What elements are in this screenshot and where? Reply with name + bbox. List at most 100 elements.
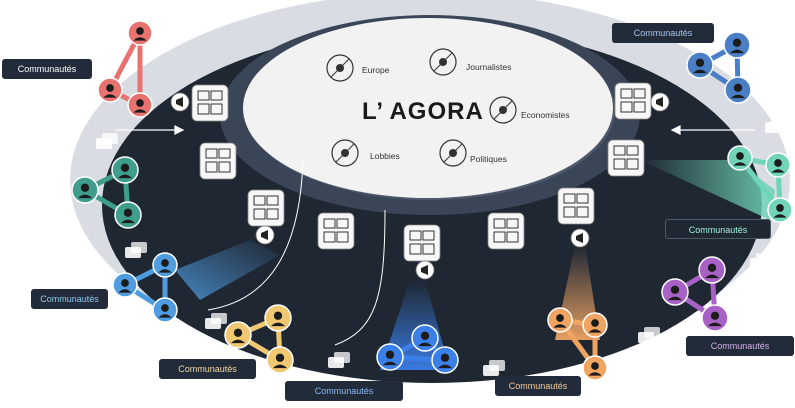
person-head-icon: [776, 204, 784, 212]
community-badge: Communautés: [612, 23, 714, 43]
community-badge: Communautés: [31, 289, 108, 309]
community-node-group: [547, 307, 608, 381]
flow-curve-1: [207, 159, 304, 311]
center-item-label: Politiques: [470, 154, 507, 164]
user-card-icon: [506, 231, 519, 243]
community-link: [82, 167, 131, 218]
person-body-icon: [133, 37, 147, 41]
document-icon: [493, 218, 506, 229]
person-body-icon: [692, 69, 708, 74]
agora-title: L’ AGORA: [362, 98, 484, 125]
community-node-group: [376, 324, 459, 374]
person-body-icon: [103, 94, 117, 98]
person-head-icon: [591, 362, 599, 370]
document-icon: [323, 218, 336, 229]
document-icon: [253, 208, 266, 220]
center-item-label: Economistes: [521, 110, 570, 120]
person-head-icon: [161, 259, 169, 267]
community-badge: Communautés: [159, 359, 256, 379]
person-body-icon: [230, 339, 246, 344]
person-head-icon: [556, 314, 564, 322]
document-icon: [409, 230, 422, 241]
person-body-icon: [707, 322, 723, 327]
person-body-icon: [773, 214, 787, 218]
user-card-icon: [633, 101, 646, 113]
person-body-icon: [417, 342, 433, 347]
person-head-icon: [123, 208, 133, 217]
person-head-icon: [233, 328, 243, 337]
flow-curve-2: [334, 209, 386, 346]
person-body-icon: [729, 49, 745, 54]
community-node-group: [97, 20, 153, 118]
center-item-label: Lobbies: [370, 151, 400, 161]
person-head-icon: [732, 38, 742, 47]
user-card-icon: [218, 161, 231, 173]
community-badge: Communautés: [2, 59, 92, 79]
network-icon: [331, 139, 359, 167]
beam-blue-left: [175, 240, 280, 300]
community-link: [737, 155, 783, 213]
person-body-icon: [771, 169, 785, 173]
community-node-group: [71, 156, 142, 229]
image-icon: [633, 88, 646, 99]
community-badge: Communautés: [665, 219, 771, 239]
content-card: [557, 187, 595, 225]
document-icon: [563, 193, 576, 204]
user-card-icon: [626, 158, 639, 170]
flow-arrow-right: [670, 125, 755, 135]
person-head-icon: [273, 311, 283, 320]
community-node-group: [112, 252, 178, 323]
person-head-icon: [707, 263, 717, 272]
person-head-icon: [420, 331, 430, 340]
person-body-icon: [158, 269, 172, 273]
person-head-icon: [591, 319, 599, 327]
community-link: [672, 267, 718, 321]
community-link: [235, 315, 283, 363]
journalist-icon: [429, 48, 457, 76]
person-head-icon: [733, 83, 743, 92]
document-icon: [205, 161, 218, 173]
image-icon: [506, 218, 519, 229]
content-card: [487, 212, 525, 250]
document-icon: [613, 158, 626, 170]
image-icon: [210, 90, 223, 101]
community-link: [122, 262, 168, 313]
person-body-icon: [120, 219, 136, 224]
content-card: [191, 84, 229, 122]
person-body-icon: [118, 289, 132, 293]
person-body-icon: [733, 162, 747, 166]
person-head-icon: [736, 152, 744, 160]
person-head-icon: [121, 279, 129, 287]
center-item-label: Europe: [362, 65, 390, 75]
person-head-icon: [136, 27, 144, 35]
image-icon: [576, 193, 589, 204]
community-node-group: [727, 145, 793, 223]
person-body-icon: [704, 274, 720, 279]
document-icon: [205, 148, 218, 159]
document-icon: [493, 231, 506, 243]
user-card-icon: [336, 231, 349, 243]
content-card: [317, 212, 355, 250]
image-icon: [218, 148, 231, 159]
podium-icon: [439, 139, 467, 167]
image-icon: [266, 195, 279, 206]
user-card-icon: [422, 243, 435, 255]
person-head-icon: [120, 163, 130, 172]
person-body-icon: [588, 372, 602, 376]
image-icon: [422, 230, 435, 241]
user-card-icon: [576, 206, 589, 218]
flow-arrow-left: [115, 125, 185, 135]
community-node-group: [686, 31, 752, 104]
document-icon: [197, 103, 210, 115]
person-head-icon: [385, 350, 395, 359]
community-link: [107, 30, 143, 108]
community-badge: Communautés: [686, 336, 794, 356]
community-node-group: [224, 304, 294, 374]
community-link: [557, 317, 598, 371]
person-head-icon: [774, 159, 782, 167]
person-head-icon: [670, 285, 680, 294]
person-body-icon: [382, 361, 398, 366]
content-card: [199, 142, 237, 180]
